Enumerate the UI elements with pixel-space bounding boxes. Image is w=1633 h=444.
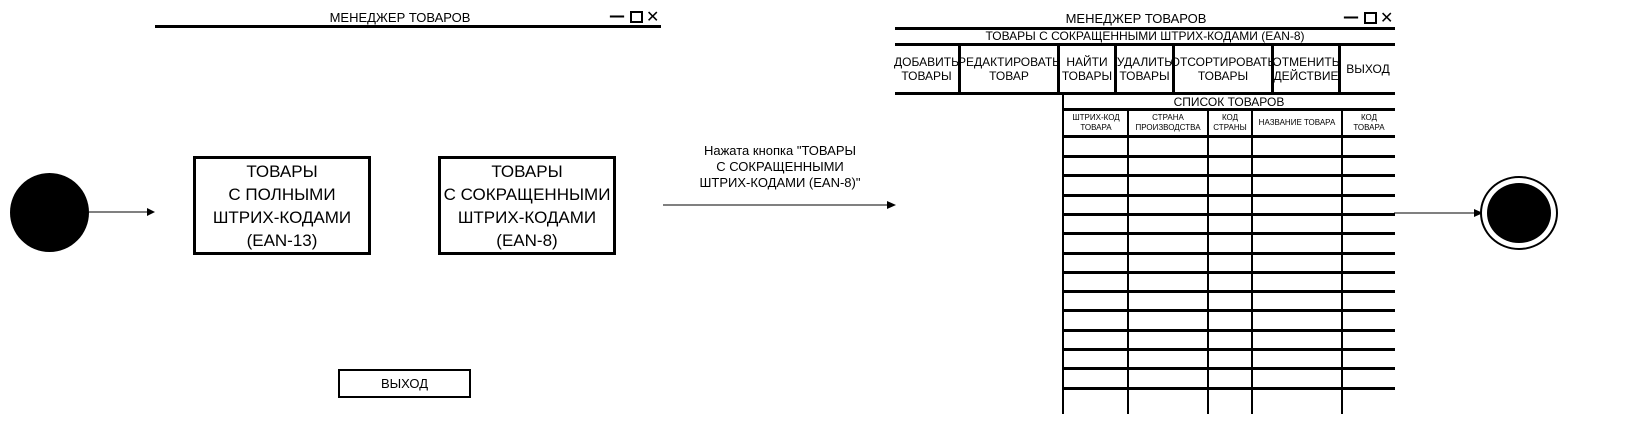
delete-items-button[interactable]: УДАЛИТЬ ТОВАРЫ (1117, 46, 1175, 92)
undo-action-button[interactable]: ОТМЕНИТЬ ДЕЙСТВИЕ (1272, 46, 1341, 92)
right-maximize-icon[interactable] (1364, 12, 1377, 24)
final-state-core (1487, 183, 1551, 243)
left-maximize-icon[interactable] (630, 11, 643, 23)
grid-row-line (1063, 387, 1395, 390)
grid-row-line (1063, 135, 1395, 138)
right-window-title: МЕНЕДЖЕР ТОВАРОВ (1065, 11, 1207, 26)
right-close-icon[interactable]: ✕ (1380, 8, 1394, 27)
right-window-titlebar-line (895, 27, 1395, 30)
exit-button[interactable]: ВЫХОД (338, 369, 471, 398)
left-window-title: МЕНЕДЖЕР ТОВАРОВ (329, 10, 471, 25)
left-minimize-icon[interactable]: — (609, 6, 625, 25)
grid-row-line (1063, 155, 1395, 158)
sort-items-button[interactable]: ОТСОРТИРОВАТЬ ТОВАРЫ (1171, 46, 1275, 92)
grid-row-line (1063, 252, 1395, 255)
transition-arrow (663, 201, 896, 209)
find-items-button[interactable]: НАЙТИ ТОВАРЫ (1060, 46, 1117, 92)
grid-row-line (1063, 108, 1395, 111)
grid-row-line (1063, 309, 1395, 312)
final-arrow (1394, 209, 1483, 217)
grid-column-line (1127, 110, 1129, 414)
add-items-button[interactable]: ДОБАВИТЬ ТОВАРЫ (894, 46, 961, 92)
grid-row-line (1063, 271, 1395, 274)
grid-column-line (1341, 110, 1343, 414)
toolbar-exit-button[interactable]: ВЫХОД (1346, 62, 1390, 76)
column-header-barcode: ШТРИХ-КОД ТОВАРА (1072, 113, 1120, 132)
right-window-subtitle: ТОВАРЫ С СОКРАЩЕННЫМИ ШТРИХ-КОДАМИ (EAN-… (985, 29, 1305, 43)
column-header-product-code: КОД ТОВАРА (1353, 113, 1385, 132)
edit-item-button[interactable]: РЕДАКТИРОВАТЬ ТОВАР (958, 46, 1060, 92)
grid-row-line (1063, 213, 1395, 216)
left-close-icon[interactable]: ✕ (646, 7, 660, 26)
grid-row-line (1063, 329, 1395, 332)
grid-row-line (1063, 174, 1395, 177)
short-barcodes-button[interactable]: ТОВАРЫ С СОКРАЩЕННЫМИ ШТРИХ-КОДАМИ (EAN-… (438, 156, 616, 255)
right-minimize-icon[interactable]: — (1343, 7, 1359, 26)
transition-label: Нажата кнопка "ТОВАРЫ С СОКРАЩЕННЫМИ ШТР… (699, 143, 861, 190)
toolbar: ДОБАВИТЬ ТОВАРЫ РЕДАКТИРОВАТЬ ТОВАР НАЙТ… (894, 43, 1395, 95)
grid-column-line (1207, 110, 1209, 414)
column-header-product-name: НАЗВАНИЕ ТОВАРА (1258, 118, 1336, 127)
grid-column-line (1251, 110, 1253, 414)
list-title: СПИСОК ТОВАРОВ (1173, 95, 1285, 109)
column-header-country: СТРАНА ПРОИЗВОДСТВА (1135, 113, 1201, 132)
column-header-country-code: КОД СТРАНЫ (1213, 113, 1247, 132)
grid-row-line (1063, 290, 1395, 293)
grid-row-line (1063, 367, 1395, 370)
grid-row-line (1063, 194, 1395, 197)
initial-state-node (10, 173, 89, 252)
grid-row-line (1063, 348, 1395, 351)
grid-row-line (1063, 232, 1395, 235)
full-barcodes-button[interactable]: ТОВАРЫ С ПОЛНЫМИ ШТРИХ-КОДАМИ (EAN-13) (193, 156, 371, 255)
initial-arrow (89, 208, 155, 216)
left-window-titlebar-line (155, 25, 661, 28)
final-state-node (1480, 176, 1558, 250)
